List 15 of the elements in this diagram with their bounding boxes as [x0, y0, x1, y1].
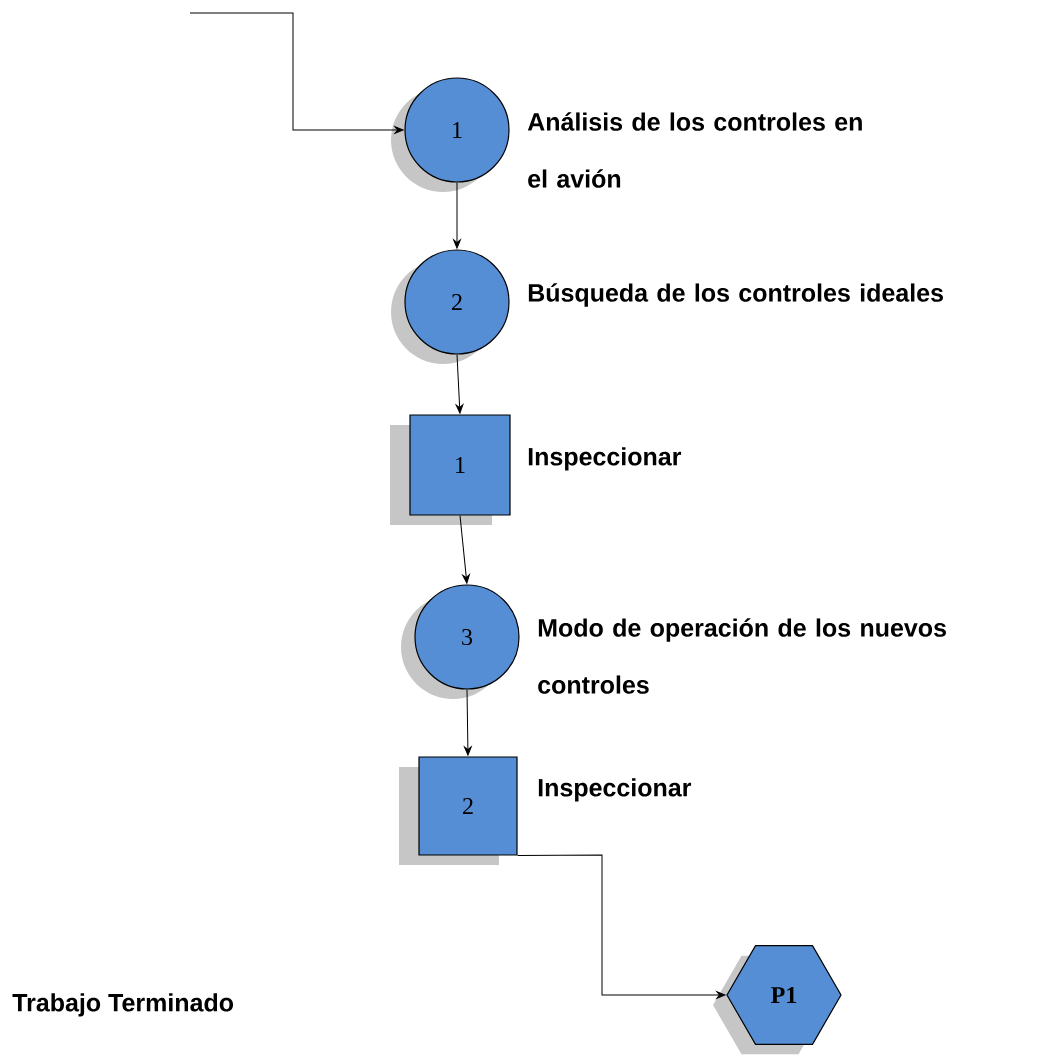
- arrow: [459, 515, 470, 584]
- step-description: Modo de operación de los nuevos controles: [538, 618, 946, 694]
- arrow: [464, 689, 472, 756]
- storage-hexagon: P1: [713, 945, 842, 1055]
- step-description: Inspeccionar: [528, 447, 682, 471]
- step-description: Búsqueda de los controles ideales: [528, 283, 943, 307]
- arrow: [455, 354, 464, 414]
- arrow: [189, 12, 404, 134]
- arrow: [517, 854, 726, 999]
- inspection-square: 2: [399, 756, 518, 865]
- step-description: Análisis de los controles en el avión: [527, 112, 862, 188]
- step-description: Inspeccionar: [538, 778, 692, 802]
- note-text: Trabajo Terminado: [12, 993, 234, 1017]
- inspection-square: 1: [390, 414, 511, 525]
- arrow: [453, 182, 461, 249]
